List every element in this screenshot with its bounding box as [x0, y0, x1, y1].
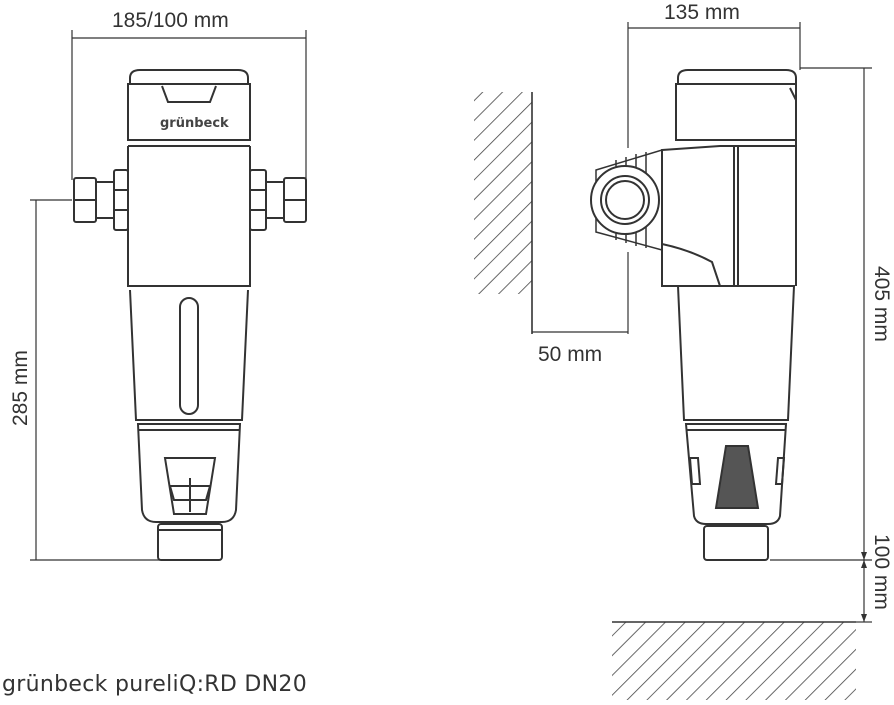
product-caption: grünbeck pureliQ:RD DN20	[2, 672, 307, 697]
side-view	[474, 22, 872, 700]
side-height-label: 405 mm	[870, 266, 893, 342]
device-brand-label: grünbeck	[160, 116, 229, 131]
wall-offset-label: 50 mm	[538, 343, 603, 366]
pipe-connection	[590, 148, 663, 251]
front-view	[30, 30, 307, 561]
front-width-label: 185/100 mm	[112, 9, 229, 32]
dimension-arrows	[861, 552, 867, 622]
floor-clearance-label: 100 mm	[870, 534, 893, 610]
caption-product: pureliQ:RD DN20	[114, 672, 308, 697]
caption-brand: grünbeck	[2, 672, 108, 697]
front-height-label: 285 mm	[9, 350, 32, 426]
side-depth-label: 135 mm	[664, 1, 740, 24]
